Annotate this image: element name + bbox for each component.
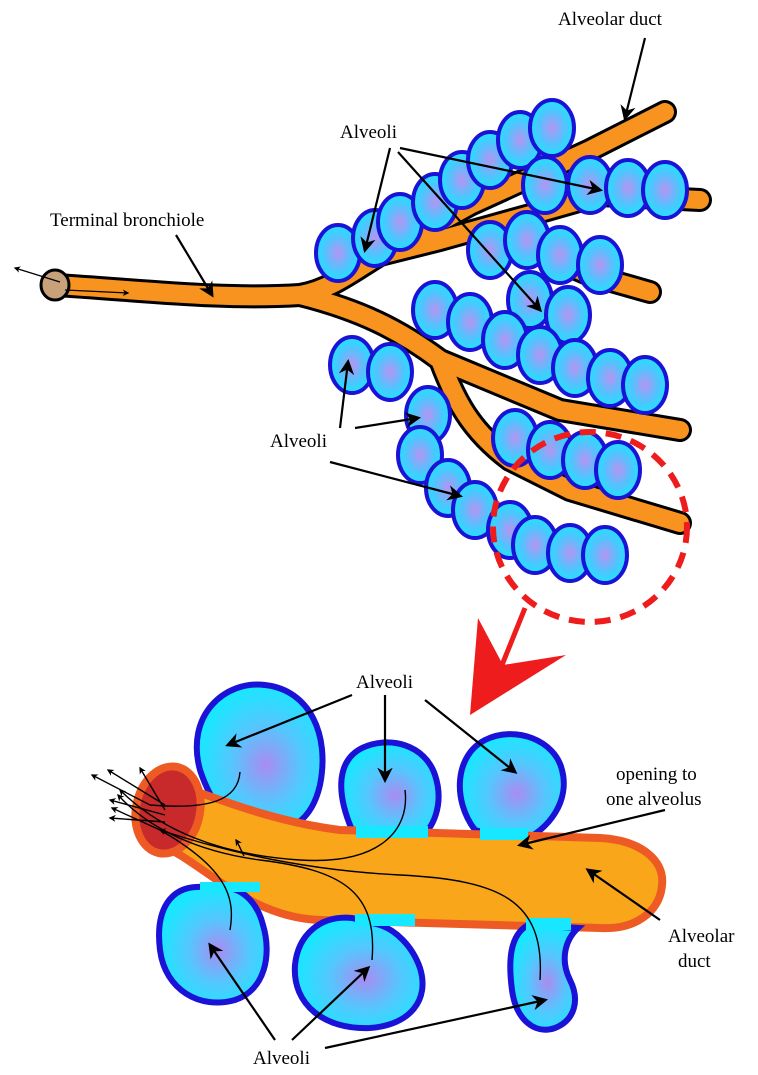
label-alveolar-duct-bottom-line2: duct [678, 951, 711, 972]
alveolus [368, 344, 412, 400]
alveolus [623, 357, 667, 413]
alveolus-large [295, 918, 423, 1028]
magnify-arrowhead [470, 618, 566, 715]
alveolus [578, 237, 622, 293]
alveolus [596, 442, 640, 498]
magnified-alveolar-duct [128, 685, 663, 1030]
alveolus [538, 227, 582, 283]
label-terminal-bronchiole: Terminal bronchiole [50, 210, 204, 231]
alveolus-large [159, 887, 267, 1003]
alveolus [643, 162, 687, 218]
alveolus [523, 157, 567, 213]
bronchiole-opening [41, 270, 69, 300]
alveolus-large [341, 742, 438, 838]
alveolus-large [460, 734, 564, 842]
label-alveolar-duct-top: Alveolar duct [558, 9, 663, 30]
label-alveoli-top: Alveoli [340, 122, 397, 143]
label-alveoli-bottom: Alveoli [253, 1048, 310, 1069]
label-alveolar-duct-bottom-line1: Alveolar [668, 926, 735, 947]
alveolus [530, 100, 574, 156]
label-alveoli-lower-top: Alveoli [356, 672, 413, 693]
label-alveoli-middle: Alveoli [270, 431, 327, 452]
alveolus-large [510, 925, 578, 1030]
alveolus [583, 527, 627, 583]
label-opening-line1: opening to [616, 764, 697, 785]
label-opening-line2: one alveolus [606, 789, 702, 810]
